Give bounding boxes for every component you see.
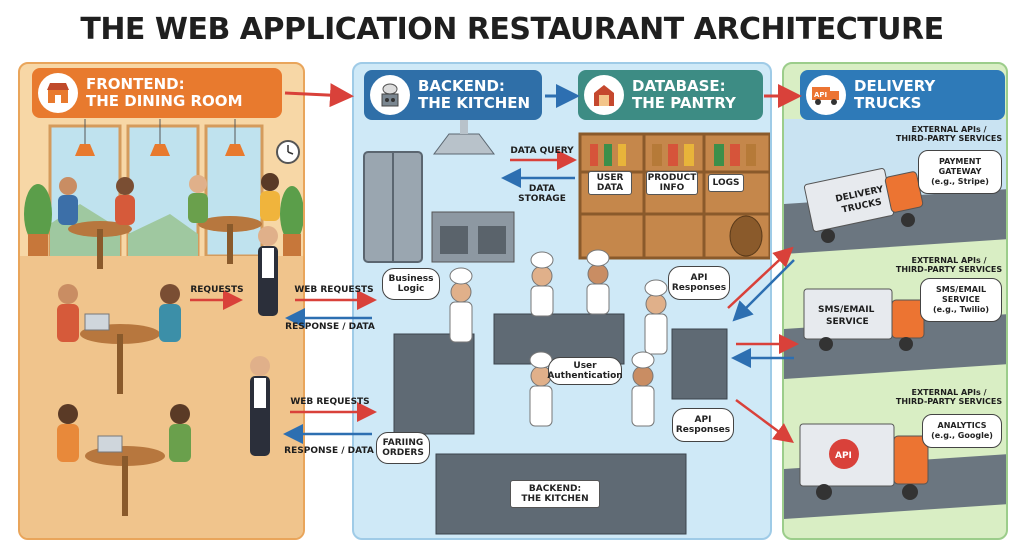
chef-hat-stove-icon — [370, 75, 410, 115]
response-data-1-label: RESPONSE / DATA — [285, 322, 375, 332]
web-requests-2-label: WEB REQUESTS — [290, 397, 370, 407]
frontend-header: FRONTEND:THE DINING ROOM — [32, 68, 282, 118]
analytics-line2: (e.g., Google) — [931, 431, 993, 440]
header-truck-label: API — [814, 91, 827, 99]
ext-apis-label-3: EXTERNAL APIs /THIRD-PARTY SERVICES — [890, 388, 1008, 406]
delivery-truck-icon: API — [806, 75, 846, 115]
api-responses-2-line2: Responses — [675, 425, 731, 435]
ext1-line2: THIRD-PARTY SERVICES — [895, 134, 1003, 143]
database-header: DATABASE:THE PANTRY — [578, 70, 763, 120]
business-logic-line1: Business — [388, 274, 434, 284]
truck2-line1: SMS/EMAIL — [818, 305, 875, 315]
bottom-strip — [0, 546, 1024, 559]
analytics-line1: ANALYTICS — [937, 421, 987, 430]
data-query-label: DATA QUERY — [510, 146, 574, 156]
payment-line1: PAYMENT — [939, 157, 981, 166]
truck2-line2: SERVICE — [826, 317, 869, 327]
ext-apis-label-1: EXTERNAL APIs /THIRD-PARTY SERVICES — [890, 125, 1008, 143]
database-title-line2: THE PANTRY — [632, 94, 736, 112]
frontend-title-line2: THE DINING ROOM — [86, 92, 243, 110]
sms-line2: SERVICE — [942, 295, 980, 304]
delivery-truck-3: API — [799, 423, 929, 500]
counter-sign-line1: BACKEND: — [528, 484, 582, 494]
ext3-line1: EXTERNAL APIs / — [911, 388, 987, 397]
counter-sign: BACKEND:THE KITCHEN — [510, 480, 600, 508]
ext3-line2: THIRD-PARTY SERVICES — [895, 397, 1003, 406]
clock-icon — [276, 140, 300, 164]
data-storage-label: DATA STORAGE — [518, 184, 566, 204]
dining-room-scene — [20, 119, 303, 538]
page-title: THE WEB APPLICATION RESTAURANT ARCHITECT… — [80, 12, 944, 47]
requests-label: REQUESTS — [190, 285, 244, 295]
ext-apis-label-2: EXTERNAL APIs /THIRD-PARTY SERVICES — [890, 256, 1008, 274]
backend-panel — [352, 62, 772, 540]
api-responses-2-line1: API — [694, 415, 712, 425]
payment-line3: (e.g., Stripe) — [931, 177, 989, 186]
to-analytics-arrow — [735, 398, 795, 443]
backend-title-line1: BACKEND: — [418, 77, 505, 95]
failing-orders-line1: FARIING — [382, 438, 424, 448]
database-title-line1: DATABASE: — [632, 77, 726, 95]
storefront-icon — [38, 73, 78, 113]
analytics-bubble: ANALYTICS(e.g., Google) — [922, 414, 1002, 448]
backend-header: BACKEND:THE KITCHEN — [364, 70, 542, 120]
backend-title-line2: THE KITCHEN — [418, 94, 531, 112]
counter-sign-line2: THE KITCHEN — [521, 494, 589, 504]
failing-orders-line2: ORDERS — [382, 448, 424, 458]
sms-line3: (e.g., Twilio) — [932, 305, 990, 314]
user-auth-line2: Authentication — [547, 371, 623, 381]
api-responses-1-line1: API — [690, 273, 708, 283]
logs-tag: LOGS — [708, 174, 744, 192]
user-data-line1: USER — [596, 173, 624, 183]
sms-line1: SMS/EMAIL — [935, 285, 987, 294]
response-data-2-label: RESPONSE / DATA — [284, 446, 374, 456]
api-responses-1-line2: Responses — [671, 283, 727, 293]
delivery-truck-2: SMS/EMAIL SERVICE — [803, 288, 925, 351]
frontend-title-line1: FRONTEND: — [86, 75, 185, 93]
product-info-line1: PRODUCT — [647, 173, 697, 183]
delivery-title-line2: TRUCKS — [854, 94, 922, 112]
to-payment-arrow — [727, 246, 794, 309]
truck3-label: API — [835, 451, 852, 461]
ext1-line1: EXTERNAL APIs / — [911, 125, 987, 134]
pantry-barn-icon — [584, 75, 624, 115]
business-logic-line2: Logic — [397, 284, 425, 294]
web-requests-1-label: WEB REQUESTS — [294, 285, 374, 295]
delivery-title-line1: DELIVERY — [854, 77, 936, 95]
user-auth-line1: User — [573, 361, 597, 371]
frontend-panel — [18, 62, 305, 540]
from-payment-arrow — [732, 259, 795, 322]
product-info-line2: INFO — [659, 183, 685, 193]
delivery-truck-1: DELIVERY TRUCKS — [803, 168, 924, 243]
delivery-scene: DELIVERY TRUCKS SMS/EMAIL SERVICE API — [784, 119, 1006, 519]
ext2-line2: THIRD-PARTY SERVICES — [895, 265, 1003, 274]
user-data-line2: DATA — [596, 183, 624, 193]
payment-line2: GATEWAY — [938, 167, 982, 176]
ext2-line1: EXTERNAL APIs / — [911, 256, 987, 265]
kitchen-scene — [363, 120, 770, 535]
frontend-to-backend-arrow — [284, 83, 354, 108]
